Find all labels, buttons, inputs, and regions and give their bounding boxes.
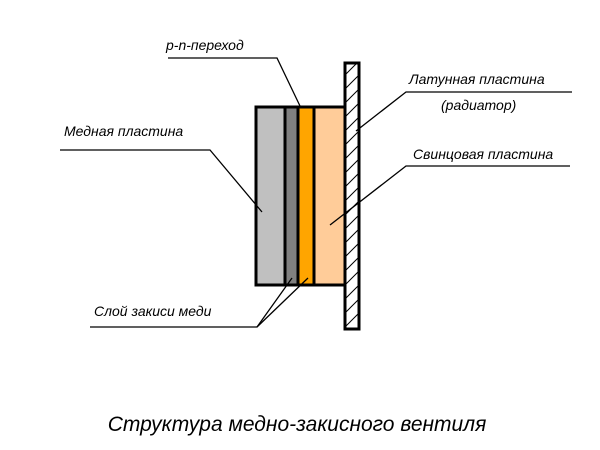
leader-pn-junction <box>168 57 301 107</box>
pn-junction-layer <box>296 105 316 287</box>
label-oxide-layer: Слой закиси меди <box>94 303 212 319</box>
leader-brass-plate <box>355 91 572 132</box>
leader-lead-plate <box>329 165 570 226</box>
leader-oxide-layer-2 <box>256 277 309 328</box>
oxide-layer <box>283 105 300 287</box>
brass-plate <box>343 61 361 331</box>
label-lead-plate: Свинцовая пластина <box>413 146 553 162</box>
label-brass-plate: Латунная пластина <box>408 71 545 87</box>
lead-plate <box>312 105 347 287</box>
label-brass-plate-note: (радиатор) <box>441 97 516 113</box>
diagram-title: Структура медно-закисного вентиля <box>108 413 487 436</box>
label-copper-plate: Медная пластина <box>64 123 183 139</box>
label-pn-junction: p-n-переход <box>165 37 244 53</box>
leader-copper-plate <box>60 149 263 213</box>
copper-plate <box>254 105 287 287</box>
